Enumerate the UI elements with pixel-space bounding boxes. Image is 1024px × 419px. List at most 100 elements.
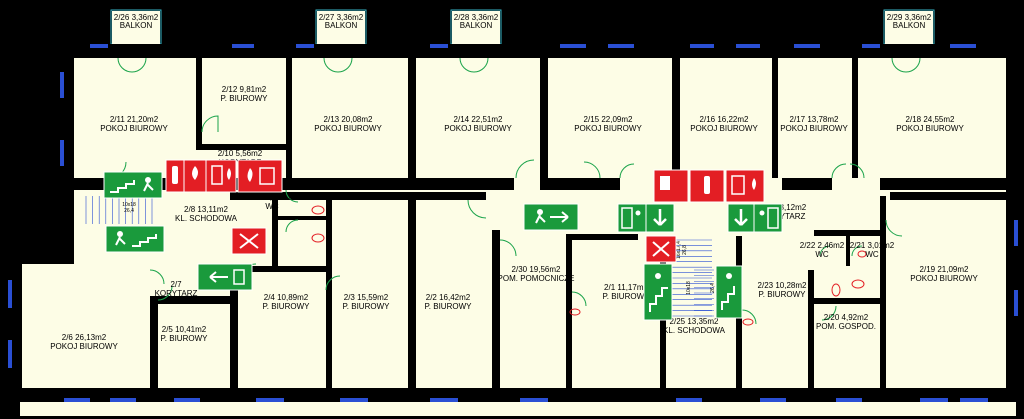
door-swing	[117, 57, 147, 73]
exit-arrow-down-sign	[727, 203, 755, 233]
window	[8, 340, 12, 368]
window	[836, 398, 862, 402]
window	[296, 44, 314, 48]
door-swing	[499, 239, 517, 257]
room-name: KORYTARZ	[155, 289, 198, 298]
hose-cabinet-icon	[211, 165, 223, 185]
room-name: KL. SCHODOWA	[175, 214, 238, 223]
room-number-area: 2/2 16,42m2	[426, 293, 471, 302]
room-number-area: 2/7	[170, 280, 182, 289]
balcony-label: 2/28 3,36m2	[454, 13, 499, 22]
door-swing	[515, 159, 535, 179]
sign-plate	[205, 159, 237, 193]
running-man-icon	[726, 273, 732, 279]
window	[8, 280, 12, 308]
running-man-icon	[655, 273, 661, 279]
wall-23-20	[808, 270, 814, 388]
fire-extinguisher-sign	[165, 159, 185, 193]
wall-6-5	[150, 300, 158, 388]
exit-running-man-stairs-sign	[103, 171, 163, 199]
room-name: POKOJ BIUROWY	[50, 342, 118, 351]
exit-door-icon	[621, 207, 633, 229]
exit-running-man-sign	[753, 203, 783, 233]
exit-door-icon	[767, 207, 779, 229]
flame-icon	[192, 166, 198, 180]
wall-15-16	[672, 58, 680, 178]
wall-1-top	[566, 234, 638, 240]
arrow-down-icon	[734, 209, 748, 226]
room-number-area: 2/8 13,11m2	[184, 205, 228, 214]
wall-left-step	[8, 244, 74, 256]
fire-hose-sign	[725, 169, 765, 203]
room-name: POKOJ BIUROWY	[100, 124, 168, 133]
room-number-area: 2/4 10,89m2	[264, 293, 309, 302]
room-number-area: 2/17 13,78m2	[790, 115, 839, 124]
balcony-name: BALKON	[893, 21, 926, 30]
room-number-area: 2/11 21,20m2	[110, 115, 159, 124]
wall-corridor-north-3	[540, 178, 620, 190]
wall-5-top	[150, 296, 234, 304]
door-swing	[325, 275, 341, 291]
balcony-area: 3,36m2	[472, 13, 499, 22]
toilet-icon	[851, 279, 865, 289]
wall-17-18	[852, 58, 858, 178]
running-man-icon	[145, 177, 151, 183]
balcony-name: BALKON	[460, 21, 493, 30]
wall-wc-split	[846, 236, 850, 266]
toilet-icon	[311, 205, 325, 215]
fire-extinguisher-icon	[172, 166, 178, 184]
hose-cabinet-icon	[731, 175, 745, 195]
running-man-body	[115, 236, 126, 246]
balcony-floor-2-26	[112, 11, 160, 44]
window	[64, 398, 90, 402]
stair-dimension: 26,4	[124, 208, 134, 214]
wall-14-15	[540, 58, 548, 178]
stair-hatching	[85, 196, 714, 317]
room-name: POM. GOSPOD.	[816, 322, 876, 331]
no-lift-in-fire-sign	[231, 227, 267, 255]
sign-plate	[727, 203, 755, 233]
stairs-icon	[649, 287, 668, 312]
wall-corridor-south	[230, 192, 410, 200]
stair-dimension-labels: 10x18 26,4 16x17,4 26,8 10x18 26,4	[122, 202, 716, 295]
balcony-labels: 2/26 3,36m2 BALKON 2/27 3,36m2 BALKON 2/…	[114, 13, 932, 30]
window	[430, 398, 458, 402]
sanitary-fixtures	[311, 205, 867, 326]
room-name: P. BIUROWY	[343, 302, 391, 311]
stair-dimension: 16x17,4	[676, 241, 682, 259]
balcony-label: 2/27 3,36m2	[319, 13, 364, 22]
window	[950, 44, 976, 48]
door-swing	[851, 245, 863, 257]
window	[174, 398, 200, 402]
wall-12-13	[286, 58, 292, 178]
exit-running-man-stairs-sign	[105, 225, 165, 253]
window	[760, 398, 786, 402]
room-name: POKOJ BIUROWY	[690, 124, 758, 133]
wall-2-30	[492, 230, 500, 388]
sink-icon	[742, 318, 754, 326]
room-number-area: 2/21 3,01m2	[850, 241, 895, 250]
room-name: KL. SCHODOWA	[663, 326, 726, 335]
door-swing	[201, 115, 219, 133]
flame-icon	[227, 168, 231, 180]
room-name: P. BIUROWY	[759, 290, 807, 299]
balcony-floor-2-27	[317, 11, 365, 44]
door-swing	[157, 285, 173, 301]
window	[256, 398, 284, 402]
stair-dimension: 26,8	[682, 245, 688, 255]
balcony-floors	[112, 11, 933, 44]
fire-alarm-call-point-sign	[237, 159, 283, 193]
window	[520, 398, 548, 402]
door-swing	[459, 57, 489, 73]
windows	[8, 44, 1018, 402]
window	[862, 44, 880, 48]
wall-3-2	[408, 196, 416, 388]
window	[60, 72, 64, 98]
wall-corridor-north-2	[404, 178, 514, 190]
running-man-body	[143, 182, 154, 192]
arrow-left-icon	[209, 271, 228, 283]
window	[736, 44, 760, 48]
stair-dimension: 10x18	[122, 202, 136, 208]
balcony-area: 3,36m2	[905, 13, 932, 22]
balcony-area: 3,36m2	[337, 13, 364, 22]
